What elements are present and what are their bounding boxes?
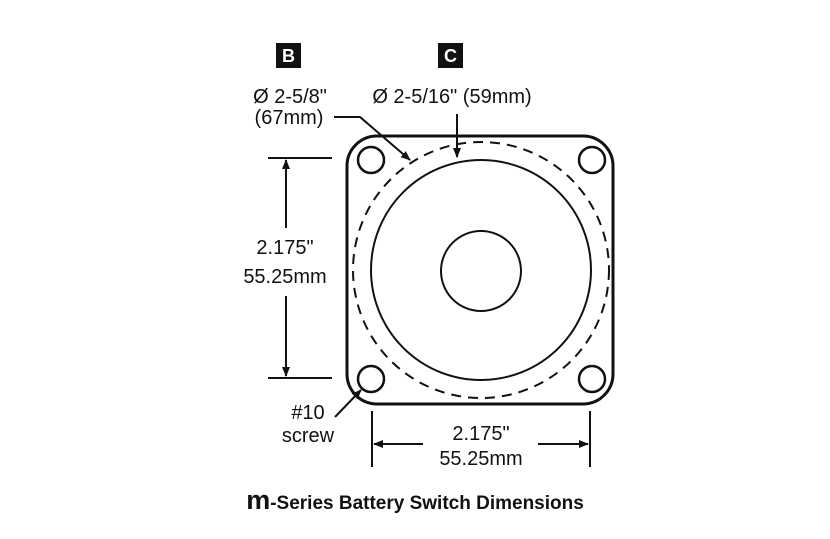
callout-b-mm: (67mm) — [255, 107, 324, 129]
callout-b-leader — [334, 116, 411, 161]
callout-b-letter: B — [282, 46, 295, 66]
screw-hole-bottom-left — [356, 364, 386, 394]
screw-hole-top-right — [577, 145, 607, 175]
body-circle — [370, 159, 592, 381]
screw-hole-bottom-right — [577, 364, 607, 394]
mounting-plate — [345, 134, 615, 406]
height-inches: 2.175" — [256, 237, 313, 259]
center-circle — [440, 230, 522, 312]
height-mm: 55.25mm — [243, 266, 326, 288]
screw-size: #10 — [291, 402, 324, 424]
callout-c-diameter: Ø 2-5/16" (59mm) — [372, 86, 531, 108]
width-inches: 2.175" — [452, 423, 509, 445]
screw-label: screw — [282, 425, 335, 447]
width-mm: 55.25mm — [439, 448, 522, 470]
callout-c-box — [438, 43, 463, 68]
title-rest: -Series Battery Switch Dimensions — [270, 493, 584, 514]
title-prefix: m — [246, 485, 270, 515]
screw-leader — [334, 389, 362, 418]
diagram-title: m-Series Battery Switch Dimensions — [246, 485, 584, 515]
callout-b-diameter: Ø 2-5/8" — [253, 86, 327, 108]
callout-c-letter: C — [444, 46, 457, 66]
callout-b-box — [276, 43, 301, 68]
screw-hole-top-left — [356, 145, 386, 175]
outer-dashed-circle — [352, 141, 610, 399]
